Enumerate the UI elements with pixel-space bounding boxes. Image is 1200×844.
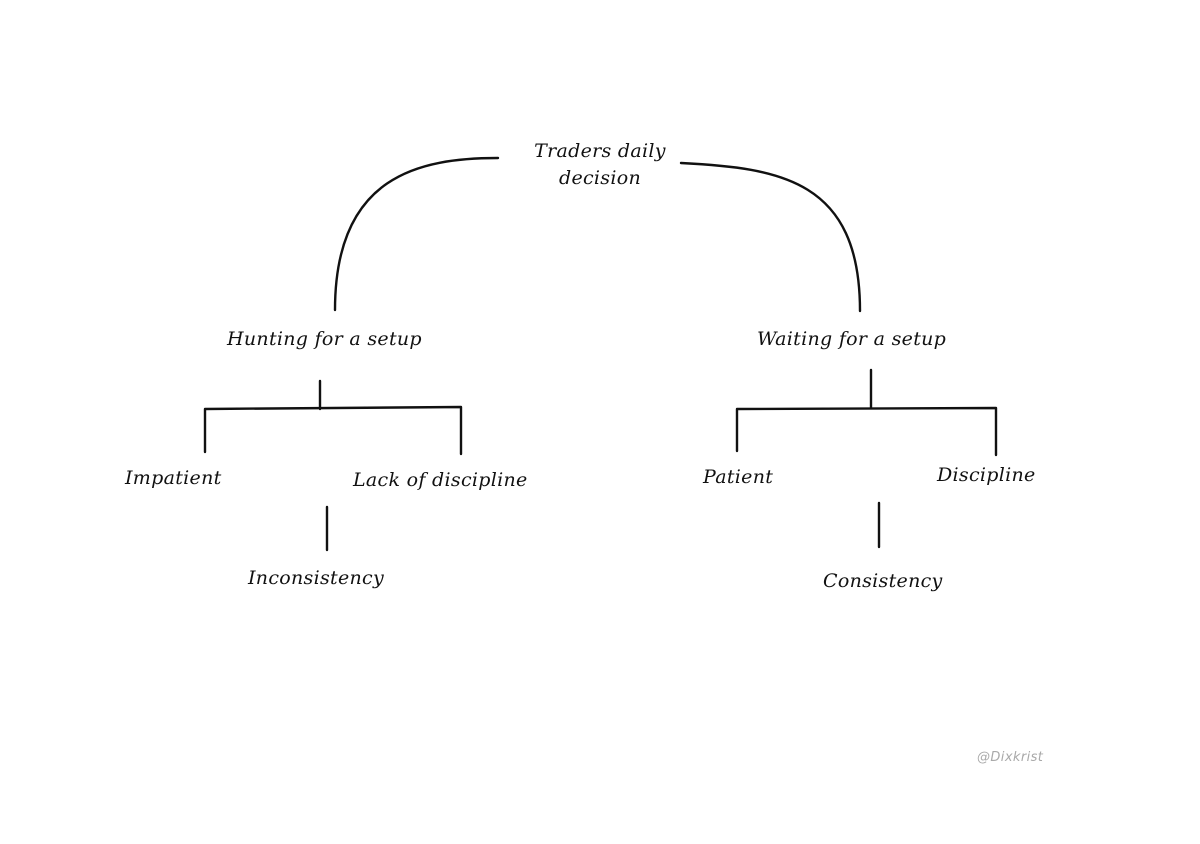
left-child-impatient: Impatient <box>125 467 222 489</box>
connector-left-bracket <box>203 405 463 456</box>
root-node: Traders daily decision <box>505 138 695 192</box>
right-child-patient: Patient <box>703 466 774 488</box>
connector-right-bracket <box>735 406 998 457</box>
watermark-handle: @Dixkrist <box>977 750 1044 765</box>
left-child-lack-of-discipline: Lack of discipline <box>353 469 528 491</box>
right-child-discipline: Discipline <box>937 464 1036 486</box>
root-node-line2: decision <box>558 167 642 189</box>
connector-root-left <box>333 156 500 312</box>
right-outcome-consistency: Consistency <box>823 570 943 592</box>
connector-root-right <box>679 161 862 313</box>
left-outcome-inconsistency: Inconsistency <box>248 567 385 589</box>
root-node-line1: Traders daily <box>534 140 666 162</box>
left-branch-label: Hunting for a setup <box>227 328 422 350</box>
right-branch-label: Waiting for a setup <box>757 328 947 350</box>
